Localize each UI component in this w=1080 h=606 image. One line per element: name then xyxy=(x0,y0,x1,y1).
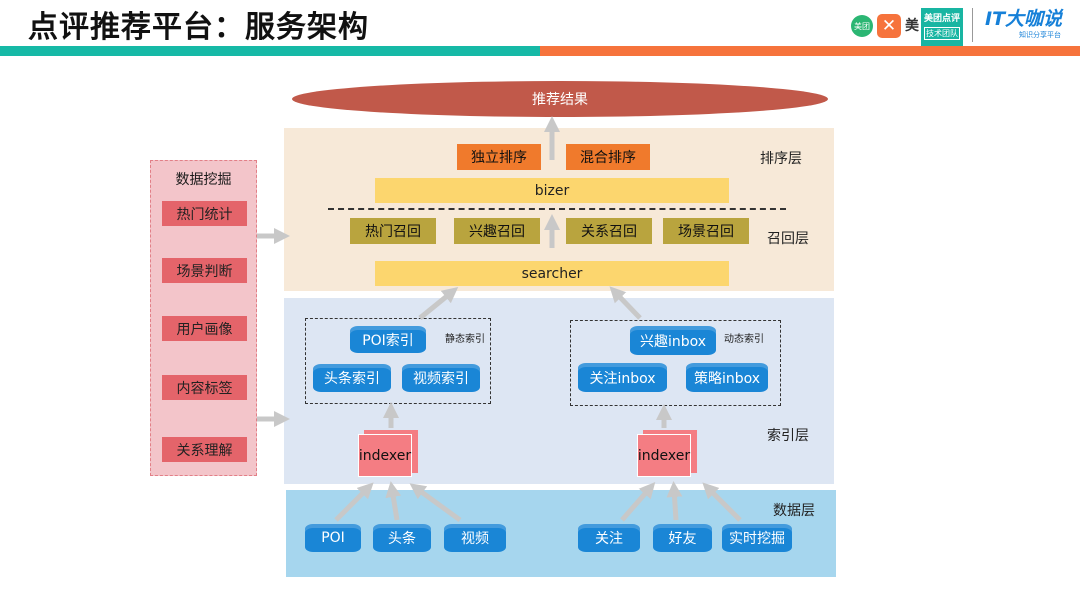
ranking-layer-label: 排序层 xyxy=(760,151,802,167)
data-source-realtime-mining: 实时挖掘 xyxy=(722,524,792,552)
logo-divider xyxy=(972,8,973,42)
arrow-follow-to-indexer xyxy=(620,481,656,522)
poi-index-db: POI索引 xyxy=(350,326,426,353)
recall-layer-label: 召回层 xyxy=(767,231,809,247)
data-source-poi: POI xyxy=(305,524,361,552)
meituan-logo: 美团 xyxy=(851,15,873,37)
indexer-left: indexer xyxy=(358,434,412,477)
layer-divider-dashed xyxy=(328,208,786,210)
data-source-headline: 头条 xyxy=(373,524,431,552)
itdks-logo: IT大咖说 知识分享平台 xyxy=(985,8,1075,44)
index-layer-label: 索引层 xyxy=(767,428,809,444)
dianping-badge-line1: 美团点评 xyxy=(923,14,960,24)
header-bar-teal xyxy=(0,46,540,56)
arrow-realtime-to-indexer xyxy=(702,482,742,522)
recall-item-hot: 热门召回 xyxy=(350,218,436,244)
mining-item-user-profile: 用户画像 xyxy=(162,316,247,341)
indexer-right: indexer xyxy=(637,434,691,477)
mining-item-scene-judge: 场景判断 xyxy=(162,258,247,283)
arrow-poi-to-indexer xyxy=(334,482,374,522)
itdks-logo-subtitle: 知识分享平台 xyxy=(1019,31,1061,39)
interest-inbox-db: 兴趣inbox xyxy=(630,326,716,355)
video-index-db: 视频索引 xyxy=(402,364,480,392)
arrow-video-to-indexer xyxy=(409,483,462,523)
ranking-item-independent: 独立排序 xyxy=(457,144,541,170)
data-source-video: 视频 xyxy=(444,524,506,552)
dianping-badge-line2: 技术团队 xyxy=(924,27,960,40)
data-layer-label: 数据层 xyxy=(773,503,815,519)
data-source-friends: 好友 xyxy=(653,524,712,552)
mining-item-content-tag: 内容标签 xyxy=(162,375,247,400)
searcher-service: searcher xyxy=(375,261,729,286)
arrow-headline-to-indexer xyxy=(385,481,402,521)
dianping-tech-badge: 美团点评 技术团队 xyxy=(921,8,963,46)
arrow-dynamic-index-to-searcher xyxy=(609,286,642,320)
arrow-static-index-to-searcher xyxy=(418,286,459,320)
data-mining-title: 数据挖掘 xyxy=(175,172,232,188)
headline-index-db: 头条索引 xyxy=(313,364,391,392)
recall-item-scene: 场景召回 xyxy=(663,218,749,244)
recall-item-relation: 关系召回 xyxy=(566,218,652,244)
recommend-result-label: 推荐结果 xyxy=(532,92,588,108)
ranking-item-mixed: 混合排序 xyxy=(566,144,650,170)
runner-icon: ✕ xyxy=(877,14,901,38)
follow-inbox-db: 关注inbox xyxy=(578,363,667,392)
static-index-tag: 静态索引 xyxy=(445,334,485,345)
recommend-result-ellipse: 推荐结果 xyxy=(292,81,828,117)
itdks-logo-text: IT大咖说 xyxy=(985,8,1063,30)
mining-item-hot-stats: 热门统计 xyxy=(162,201,247,226)
data-source-follow: 关注 xyxy=(578,524,640,552)
meituan-logo-text: 美团 xyxy=(854,21,870,31)
mining-item-relation: 关系理解 xyxy=(162,437,247,462)
dynamic-index-box xyxy=(570,320,781,406)
dynamic-index-tag: 动态索引 xyxy=(724,334,764,345)
mei-character: 美 xyxy=(905,18,919,34)
recall-item-interest: 兴趣召回 xyxy=(454,218,540,244)
header-bar-orange xyxy=(540,46,1080,56)
strategy-inbox-db: 策略inbox xyxy=(686,363,768,392)
arrow-friends-to-indexer xyxy=(666,481,683,521)
bizer-service: bizer xyxy=(375,178,729,203)
page-title: 点评推荐平台：服务架构 xyxy=(28,10,369,45)
